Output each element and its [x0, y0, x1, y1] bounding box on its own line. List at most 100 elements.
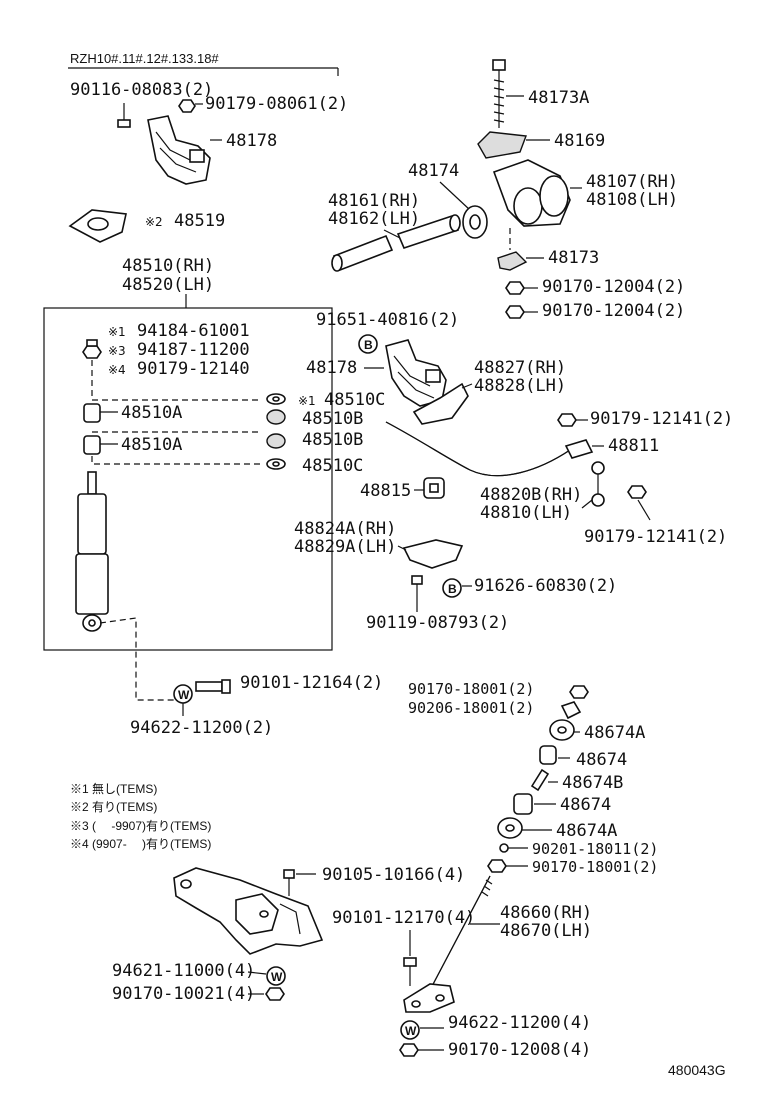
label-48169: 48169 [554, 131, 605, 151]
label-48173: 48173 [548, 248, 599, 268]
label-90170-10021: 90170-10021(4) [112, 984, 255, 1004]
mark-94184: ※1 [108, 325, 126, 339]
note-1: ※1 無し(TEMS) [70, 781, 157, 796]
link-48820b-icon [591, 461, 605, 507]
label-90170-12008: 90170-12008(4) [448, 1040, 591, 1060]
label-48670: 48670(LH) [500, 921, 592, 941]
bracket-48824a-icon [402, 539, 464, 569]
label-94622-11200-a: 94622-11200(2) [130, 718, 273, 738]
mark-90179-12140: ※4 [108, 363, 126, 377]
washer-90201-icon [499, 843, 509, 853]
label-48510c-b: 48510C [302, 456, 363, 476]
bushing-48815-icon [423, 477, 445, 499]
label-90201: 90201-18011(2) [532, 840, 658, 858]
bushing-48674a-b-icon [497, 817, 523, 839]
label-91626: 91626-60830(2) [474, 576, 617, 596]
washer-48510c-upper-icon [266, 393, 286, 405]
mark-48519: ※2 [145, 215, 163, 229]
seal-48174-icon [462, 205, 488, 239]
label-48108: 48108(LH) [586, 190, 678, 210]
label-48173a: 48173A [528, 88, 589, 108]
torsion-bar-icon [331, 214, 461, 272]
bushing-48674-a-icon [539, 745, 557, 765]
collar-48674b-icon [530, 768, 550, 792]
label-90116: 90116-08083(2) [70, 80, 213, 100]
arm-48107-icon [492, 159, 571, 227]
label-90101-12164: 90101-12164(2) [240, 673, 383, 693]
label-48107: 48107(RH) [586, 172, 678, 192]
nut-90170-12004-a-icon [505, 281, 525, 295]
mark-48510c: ※1 [298, 394, 316, 408]
label-48810: 48810(LH) [480, 503, 572, 523]
label-48510b-a: 48510B [302, 409, 363, 429]
leader [637, 499, 651, 521]
label-48161: 48161(RH) [328, 191, 420, 211]
label-48510b-b: 48510B [302, 430, 363, 450]
nut-90179-12141-a-icon [557, 413, 577, 427]
dashed-guide [91, 456, 262, 465]
label-48827: 48827(RH) [474, 358, 566, 378]
pad-48519-icon [68, 209, 127, 243]
nut-90170-12008-icon [399, 1043, 419, 1057]
label-48820b: 48820B(RH) [480, 485, 582, 505]
seat-48173-icon [497, 251, 528, 271]
label-90119: 90119-08793(2) [366, 613, 509, 633]
bolt-48173a-icon [492, 59, 506, 128]
bolt-90116-icon [117, 103, 131, 128]
label-48674a-a: 48674A [584, 723, 645, 743]
svg-text:W: W [271, 970, 283, 984]
leader [247, 971, 267, 975]
nut-90170-18001-a-icon [569, 685, 589, 699]
leader [581, 499, 593, 509]
svg-text:B: B [448, 582, 457, 596]
figure-reference-code: 480043G [668, 1062, 726, 1078]
washer-w1-icon: W [173, 684, 193, 704]
strut-rod-icon [403, 875, 493, 1013]
label-48510a-a: 48510A [121, 403, 182, 423]
stabilizer-bar-icon [385, 421, 571, 477]
bracket-plate-icon [173, 867, 324, 955]
note-4: ※4 (9907- )有り(TEMS) [70, 837, 211, 851]
nut-90170-18001-b-icon [487, 859, 507, 873]
cushion-48510b-lower-icon [266, 433, 286, 449]
dashed-guide [91, 360, 262, 401]
washer-90206-icon [560, 701, 582, 720]
model-codes: RZH10#.11#.12#.133.18# [70, 51, 219, 66]
bolt-b1-icon: B [358, 334, 378, 354]
label-90170-18001-b: 90170-18001(2) [532, 858, 658, 876]
cushion-48510b-upper-icon [266, 409, 286, 425]
label-90179-12140: 90179-12140 [137, 359, 250, 379]
svg-text:W: W [405, 1024, 417, 1038]
label-48660: 48660(RH) [500, 903, 592, 923]
washer-w2-icon: W [266, 966, 286, 986]
label-48815: 48815 [360, 481, 411, 501]
bushing-48510a-lower-icon [83, 435, 101, 455]
label-48174: 48174 [408, 161, 459, 181]
link-48811-icon [564, 439, 594, 459]
label-48829a: 48829A(LH) [294, 537, 396, 557]
washer-48510c-lower-icon [266, 458, 286, 470]
label-90179-12141-a: 90179-12141(2) [590, 409, 733, 429]
label-48510a-b: 48510A [121, 435, 182, 455]
note-2: ※2 有り(TEMS) [70, 800, 157, 814]
svg-text:W: W [178, 688, 190, 702]
label-90170-12004-b: 90170-12004(2) [542, 301, 685, 321]
label-48178-top: 48178 [226, 131, 277, 151]
svg-text:B: B [364, 338, 373, 352]
bolt-90101-12164-icon [195, 679, 231, 694]
mark-94187: ※3 [108, 344, 126, 358]
nut-90170-12004-b-icon [505, 305, 525, 319]
label-48811: 48811 [608, 436, 659, 456]
shock-absorber-box [43, 307, 333, 651]
label-94622-11200-b: 94622-11200(4) [448, 1013, 591, 1033]
leader [383, 229, 401, 239]
bracket-48178-mid-icon [385, 339, 447, 407]
label-48162: 48162(LH) [328, 209, 420, 229]
shock-nut-icon [82, 339, 102, 359]
label-48674b: 48674B [562, 773, 623, 793]
bushing-48674-b-icon [513, 793, 533, 815]
label-48510c-a: 48510C [324, 390, 385, 410]
bolt-90119-icon [411, 575, 423, 600]
bushing-48510a-upper-icon [83, 403, 101, 423]
label-90179-12141-b: 90179-12141(2) [584, 527, 727, 547]
